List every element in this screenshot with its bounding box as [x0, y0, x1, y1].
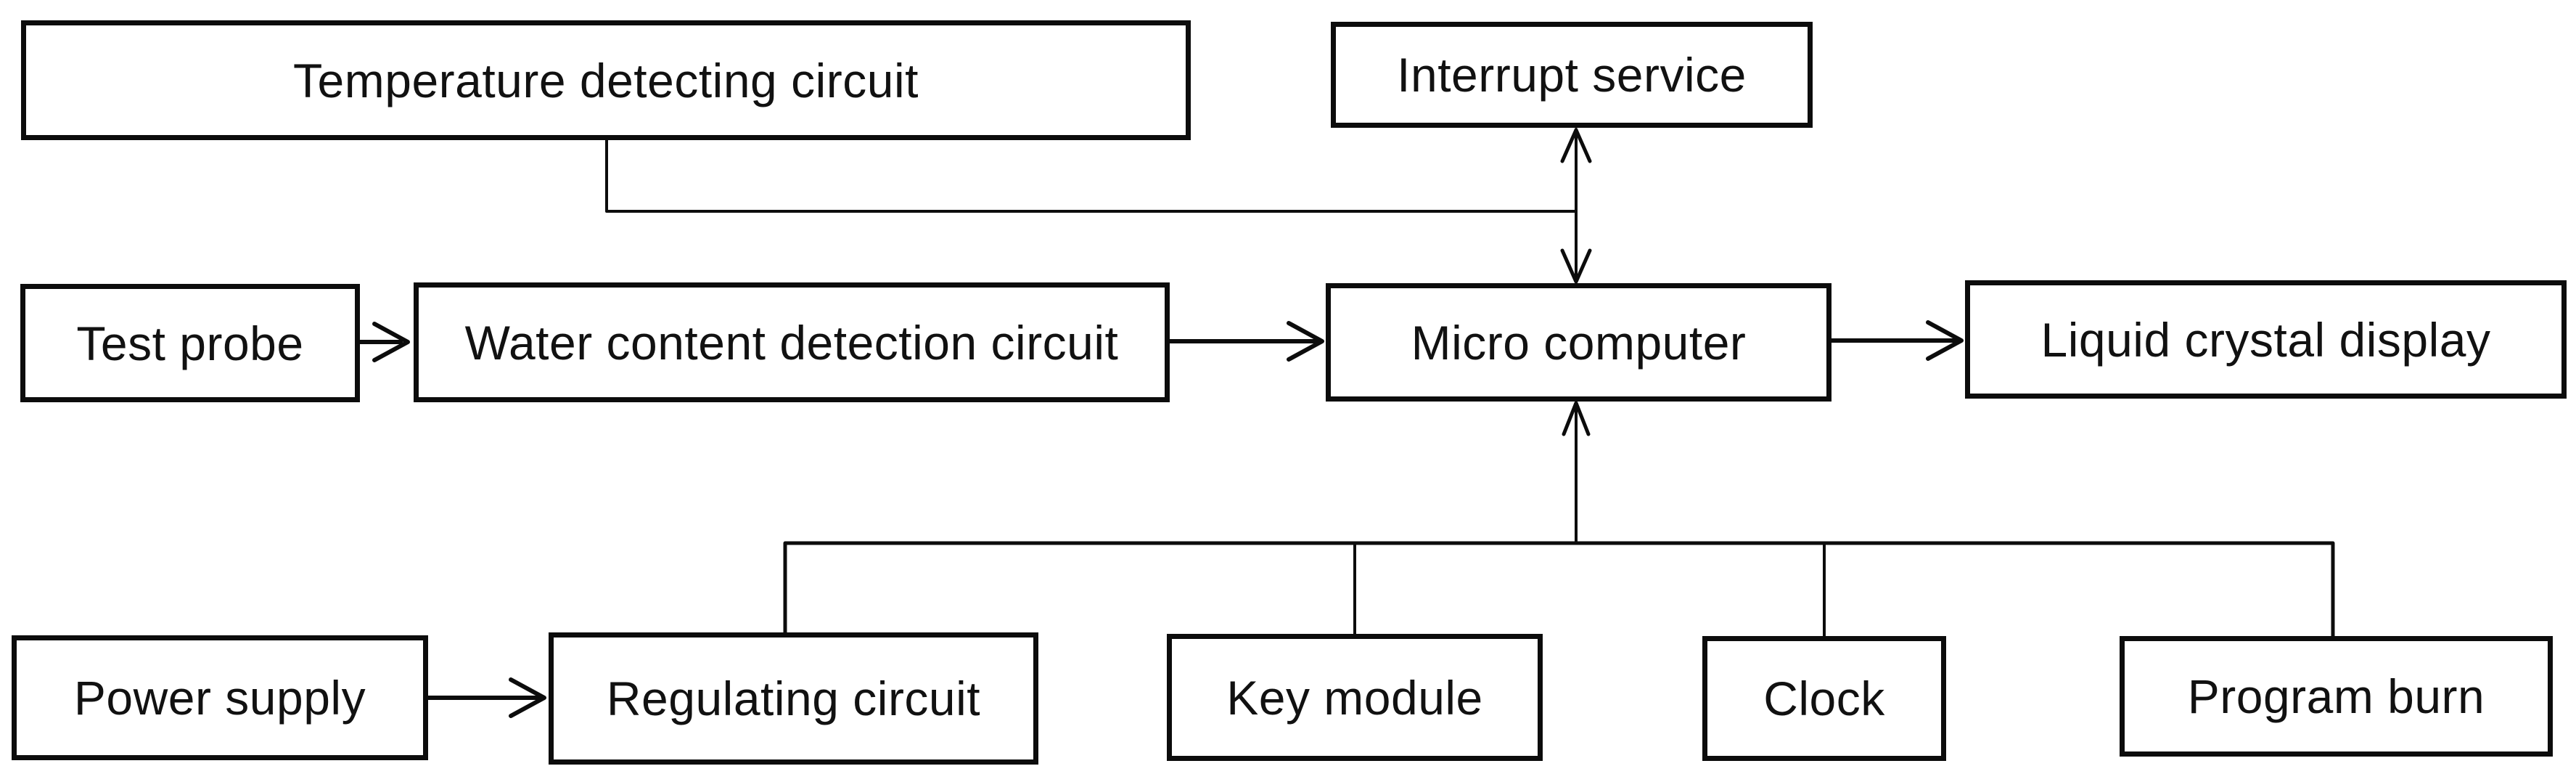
arrowhead-up-micro-bottom — [1562, 401, 1591, 436]
node-label: Program burn — [2187, 669, 2485, 723]
edge-bus-rail — [783, 541, 2335, 639]
node-label: Temperature detecting circuit — [293, 53, 919, 107]
node-program-burn: Program burn — [2120, 636, 2553, 757]
node-label: Interrupt service — [1397, 48, 1747, 102]
arrowhead-right-water — [372, 322, 410, 362]
node-label: Regulating circuit — [606, 672, 981, 725]
edge-temperature-to-micro-line — [605, 139, 1578, 213]
arrowhead-right-regulating — [509, 677, 546, 718]
node-label: Key module — [1226, 670, 1483, 725]
arrowhead-right-micro — [1287, 321, 1324, 362]
arrowhead-down-micro-top — [1560, 248, 1592, 284]
node-label: Test probe — [76, 316, 304, 370]
node-micro-computer: Micro computer — [1326, 283, 1831, 402]
node-water-content-detection-circuit: Water content detection circuit — [414, 282, 1170, 402]
node-label: Water content detection circuit — [464, 315, 1119, 370]
node-key-module: Key module — [1167, 634, 1543, 761]
node-label: Power supply — [73, 671, 366, 725]
node-regulating-circuit: Regulating circuit — [549, 632, 1038, 765]
arrowhead-right-lcd — [1926, 320, 1964, 361]
arrowhead-up-interrupt — [1560, 128, 1592, 163]
node-interrupt-service: Interrupt service — [1331, 22, 1813, 128]
node-liquid-crystal-display: Liquid crystal display — [1965, 280, 2567, 399]
node-label: Liquid crystal display — [2040, 312, 2491, 367]
node-label: Clock — [1763, 672, 1885, 725]
node-clock: Clock — [1702, 636, 1946, 761]
node-test-probe: Test probe — [20, 284, 360, 402]
node-power-supply: Power supply — [12, 635, 428, 760]
node-temperature-detecting-circuit: Temperature detecting circuit — [21, 20, 1191, 140]
node-label: Micro computer — [1411, 315, 1747, 370]
